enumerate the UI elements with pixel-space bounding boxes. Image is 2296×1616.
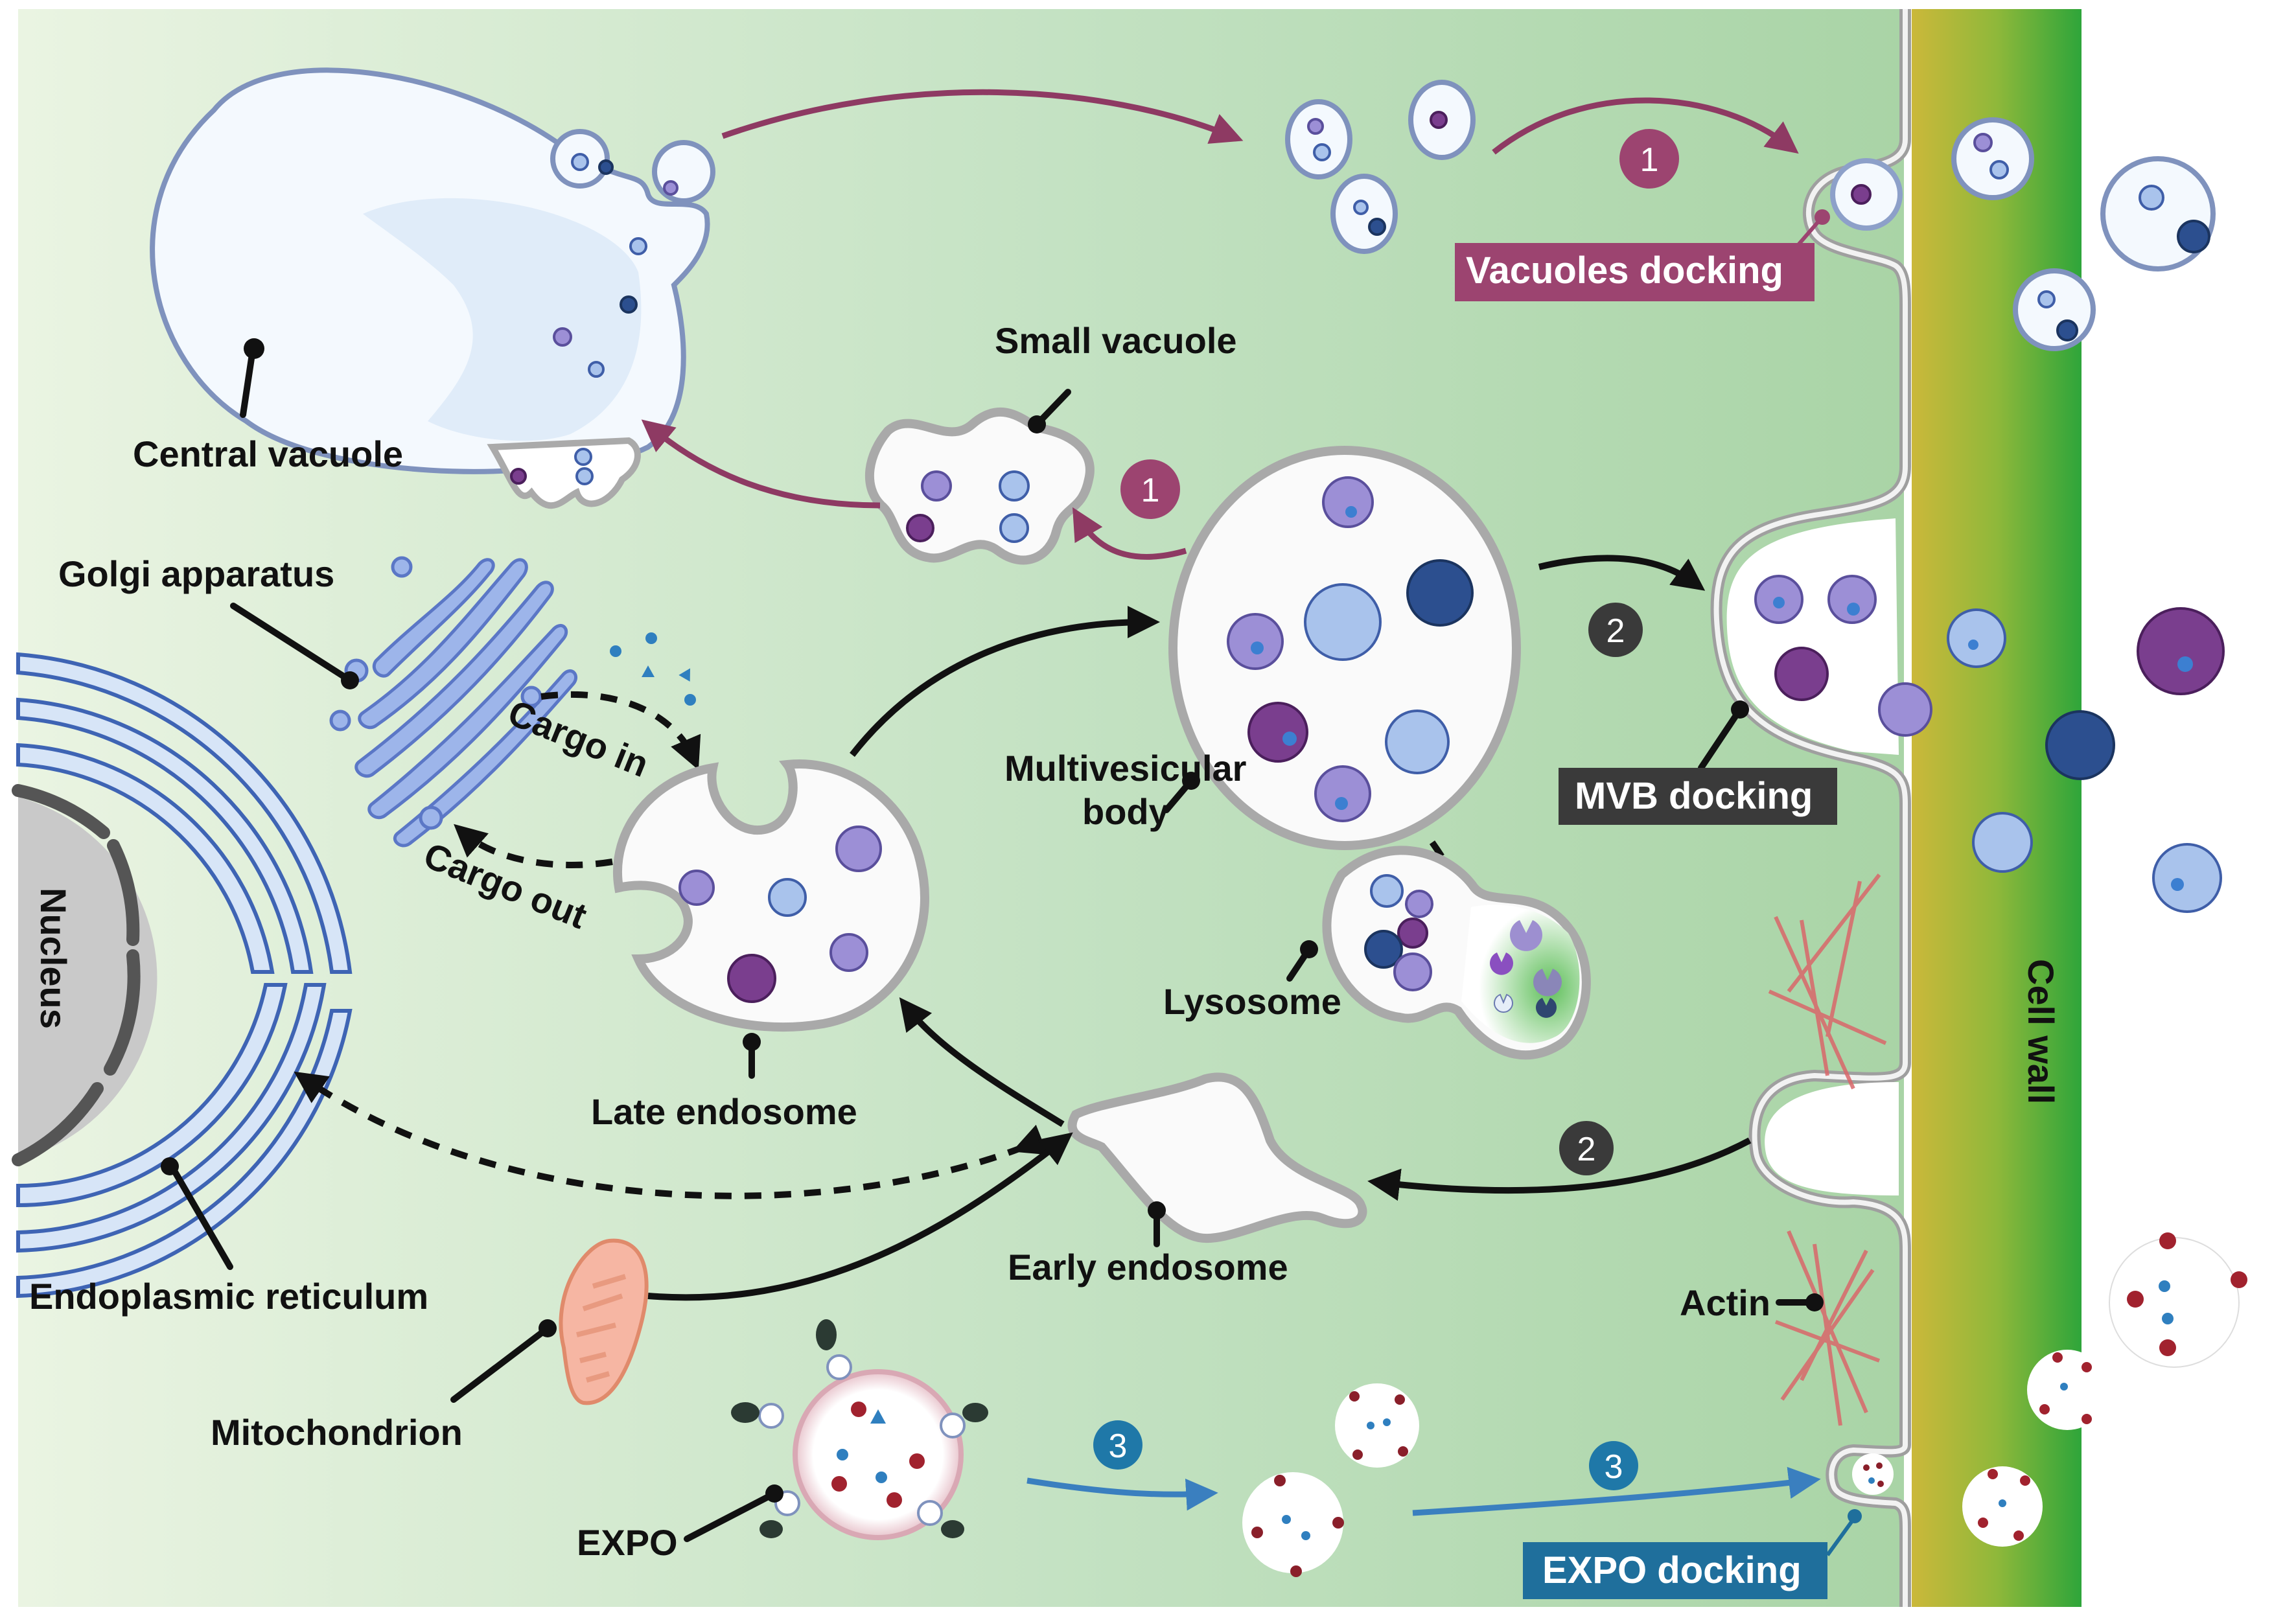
lysosome	[1322, 846, 1591, 1060]
pathway-badge-3-left	[1093, 1420, 1142, 1470]
er-label: Endoplasmic reticulum	[29, 1276, 428, 1317]
mitochondrion-to-early-endosome-arrow	[647, 1132, 1073, 1301]
svg-text:2: 2	[1577, 1131, 1596, 1168]
mvb-to-small-vacuole-arrow	[1073, 507, 1187, 560]
mitochondrion	[559, 1238, 649, 1405]
nucleus	[12, 784, 157, 1166]
expo-docking-box	[1523, 1542, 1827, 1599]
vesicles-to-membrane-arrow	[1492, 97, 1799, 155]
small-to-central-vacuole-arrow	[641, 419, 881, 509]
pathway-badge-1-mid	[1120, 459, 1180, 519]
mitochondrion-label: Mitochondrion	[211, 1412, 463, 1453]
cell-wall-label: Cell wall	[2021, 959, 2061, 1104]
expo	[731, 1319, 988, 1540]
cargo-in-arrow	[540, 691, 701, 770]
small-vacuole-label: Small vacuole	[995, 320, 1237, 361]
late-endosome	[613, 759, 929, 1032]
central-vacuole	[150, 67, 715, 509]
expo-vesicles-cytoplasm	[1242, 1383, 1419, 1577]
late-endosome-to-mvb-arrow	[850, 606, 1160, 757]
extracellular-vacuoles	[1951, 117, 2216, 351]
golgi-label: Golgi apparatus	[58, 553, 334, 594]
svg-text:3: 3	[1109, 1427, 1128, 1465]
pathway-badge-1-top	[1619, 129, 1679, 189]
expo-label: EXPO	[577, 1522, 678, 1563]
vacuoles-docking-label: Vacuoles docking	[1466, 249, 1783, 292]
early-endosome	[1067, 1072, 1367, 1243]
central-vacuole-label: Central vacuole	[133, 433, 403, 474]
pathway-badge-3-right	[1589, 1441, 1638, 1490]
expo-route-arrow-1	[1026, 1477, 1218, 1511]
pathway-badge-2-upper	[1588, 603, 1643, 657]
multivesicular-body	[1168, 446, 1521, 850]
mvb-docking-box	[1559, 768, 1837, 825]
golgi-apparatus	[329, 556, 578, 848]
cargo-particles	[610, 632, 696, 706]
lysosome-label: Lysosome	[1163, 981, 1341, 1022]
endoplasmic-reticulum	[16, 652, 353, 1299]
nucleus-label: Nucleus	[33, 888, 74, 1029]
mvb-to-membrane-arrow	[1538, 555, 1706, 591]
expo-vesicles-extracellular	[1962, 1232, 2247, 1547]
endocytic-pocket	[1765, 1082, 1899, 1195]
er-early-endosome-arrow	[294, 1071, 1049, 1199]
actin-label: Actin	[1680, 1282, 1770, 1323]
svg-text:1: 1	[1141, 472, 1160, 509]
svg-text:2: 2	[1606, 612, 1625, 650]
mvb-docking-label: MVB docking	[1575, 775, 1813, 817]
released-exosomes	[1947, 607, 2225, 913]
mvb-label-line1: Multivesicular	[1004, 748, 1246, 789]
central-vacuole-leader	[240, 347, 256, 418]
late-endosome-label: Late endosome	[591, 1091, 857, 1132]
early-endosome-label: Early endosome	[1008, 1247, 1288, 1287]
mvb-label-line2: body	[1082, 791, 1169, 832]
vacuoles-docking-box	[1455, 243, 1815, 301]
expo-route-arrow-2	[1412, 1466, 1821, 1516]
expo-docking-vesicle	[1852, 1453, 1894, 1495]
mvb-to-lysosome-arrow	[1429, 840, 1485, 940]
released-vacuoles	[1285, 80, 1476, 254]
small-vacuole	[864, 407, 1095, 565]
svg-text:3: 3	[1605, 1448, 1623, 1486]
vacuole-to-vesicles-arrow	[721, 89, 1244, 144]
actin-filaments	[1768, 873, 1887, 1426]
pathway-badge-2-lower	[1559, 1121, 1614, 1175]
expo-docking-label: EXPO docking	[1542, 1549, 1802, 1591]
endocytosis-arrow	[1367, 1137, 1752, 1201]
svg-text:1: 1	[1640, 141, 1659, 179]
early-to-late-endosome-arrow	[899, 997, 1065, 1127]
